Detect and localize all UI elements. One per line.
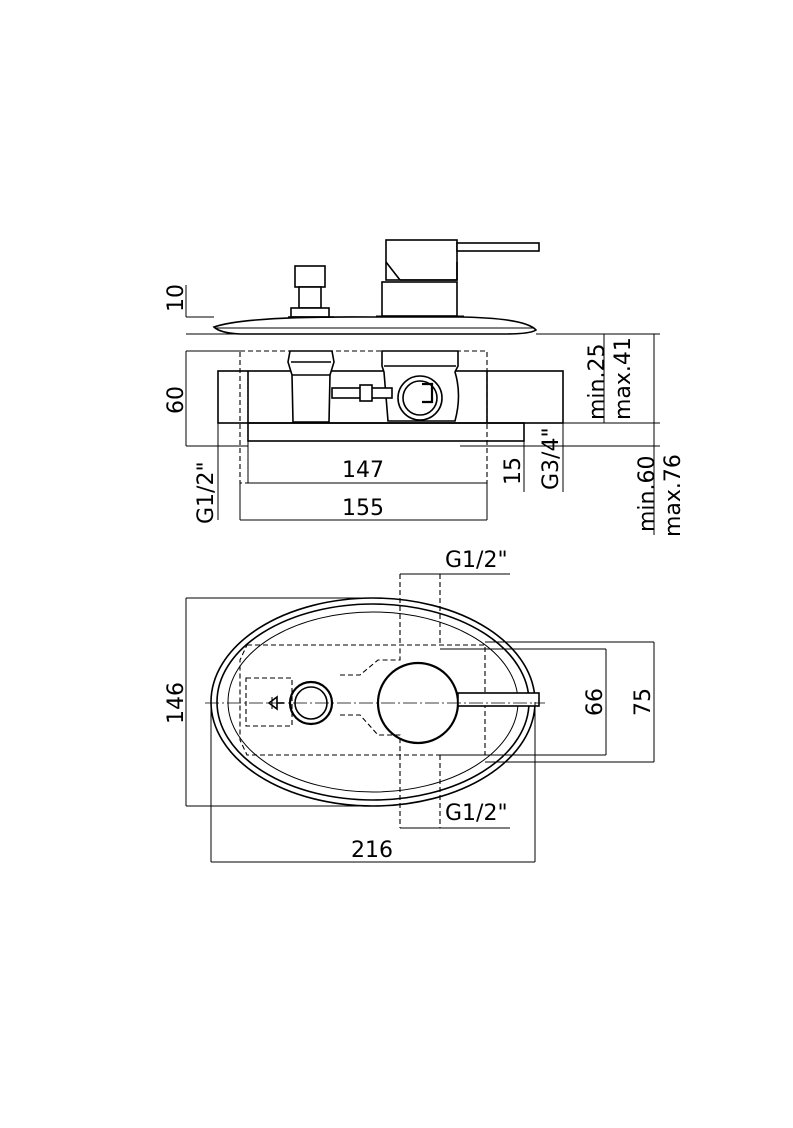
lever-body [385,239,458,281]
dim-inner-box: 66 [583,688,608,716]
dim-inlet-thread: G1/2" [194,461,219,524]
dim-width: 216 [351,838,393,863]
dim-outlet-offset: 15 [501,457,526,485]
outlet-port [397,375,443,421]
dim-bottom-connection: G1/2" [445,801,508,826]
side-view: 10 60 147 155 G1/2" 15 G3/4" min.25 max.… [164,239,686,537]
dim-outer-box: 75 [631,688,656,716]
wall-box-hidden [239,644,486,756]
dim-inner-width: 147 [342,458,384,483]
lever-front [457,692,540,707]
dim-body-height: 60 [164,386,189,414]
dim-height: 146 [164,682,189,724]
dim-depth-min: min.25 [585,344,610,420]
dim-total-max: max.76 [661,454,686,537]
escutcheon-plate [212,316,538,335]
front-view: G1/2" G1/2" 146 216 66 75 [164,548,656,863]
diverter-cap [294,265,326,288]
dim-total-min: min.60 [635,456,660,532]
lever-arm [456,242,540,252]
dim-plate-thickness: 10 [164,284,189,312]
dim-depth-max: max.41 [611,337,636,420]
dim-outer-width: 155 [342,496,384,521]
dim-outlet-thread: G3/4" [539,427,564,490]
dim-top-connection: G1/2" [445,548,508,573]
